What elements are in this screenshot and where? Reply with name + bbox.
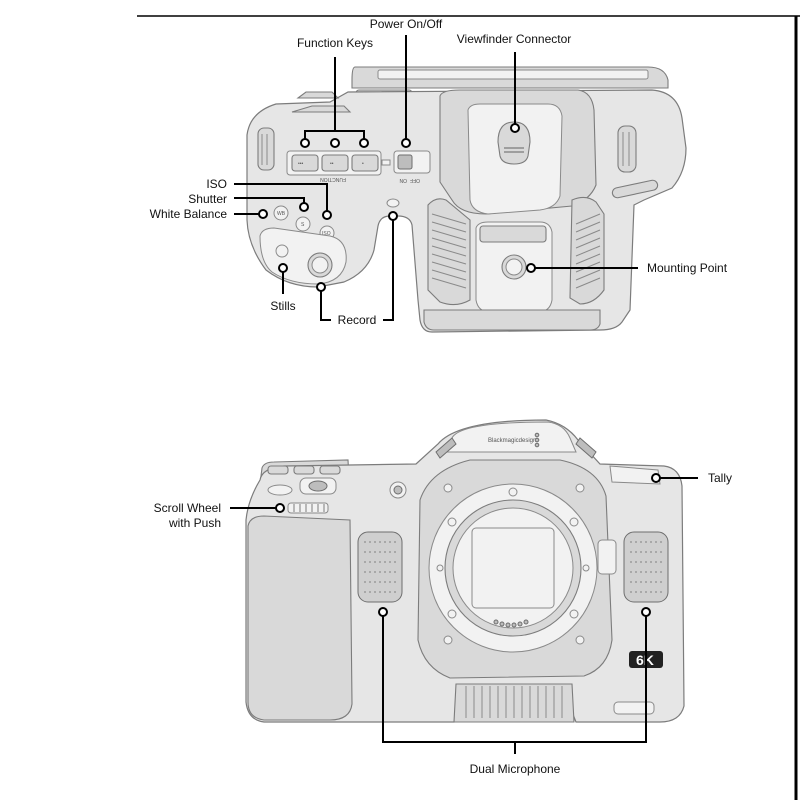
label-dual-microphone: Dual Microphone — [470, 762, 561, 776]
label-mounting-point: Mounting Point — [647, 261, 728, 275]
switch-on-label: ON — [399, 177, 407, 183]
left-microphone-grille — [357, 531, 403, 603]
shutter-button-label: S — [301, 222, 305, 228]
label-power-on-off: Power On/Off — [370, 17, 443, 31]
function-printed-label: FUNCTION — [320, 176, 346, 182]
callout-lines — [230, 35, 698, 754]
fn-key-3-label: • — [362, 161, 364, 167]
camera-front-view: Blackmagicdesign — [245, 419, 685, 723]
camera-top-view: + − ••• •• • FUNCTION OFF ON WB S — [246, 66, 687, 333]
fn-key-1-label: ••• — [298, 161, 304, 167]
iso-button-label: ISO — [322, 231, 331, 237]
brand-printed-label: Blackmagicdesign — [488, 438, 536, 444]
label-iso: ISO — [206, 177, 227, 191]
wb-button-label: WB — [277, 211, 286, 217]
model-badge-text: 6K — [636, 652, 654, 668]
switch-off-label: OFF — [410, 177, 420, 183]
label-viewfinder-connector: Viewfinder Connector — [457, 32, 572, 46]
label-scroll-wheel-line2: with Push — [168, 516, 221, 530]
label-scroll-wheel-line1: Scroll Wheel — [154, 501, 221, 515]
callout-labels: Power On/Off Function Keys Viewfinder Co… — [150, 17, 732, 776]
label-tally: Tally — [708, 471, 732, 485]
fn-key-2-label: •• — [330, 161, 334, 167]
right-microphone-grille — [623, 531, 669, 603]
label-shutter: Shutter — [188, 192, 227, 206]
label-stills: Stills — [270, 299, 295, 313]
label-white-balance: White Balance — [150, 207, 228, 221]
label-function-keys: Function Keys — [297, 36, 373, 50]
label-record: Record — [338, 313, 377, 327]
